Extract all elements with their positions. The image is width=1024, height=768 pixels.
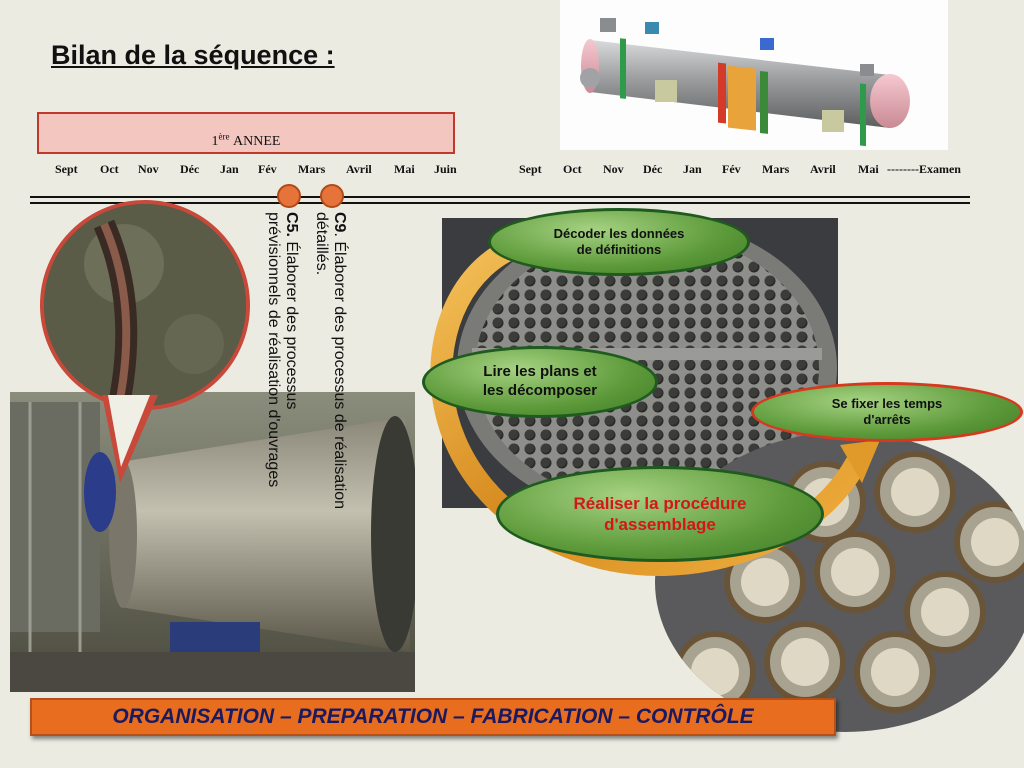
month-y1-4: Jan bbox=[220, 162, 239, 176]
step-read-line2: les décomposer bbox=[482, 382, 598, 399]
magnifier-pointer bbox=[102, 395, 158, 483]
milestone-c5-line2: prévisionnels de réalisation d'ouvrages bbox=[265, 212, 282, 488]
milestone-c5-line1: Élaborer des processus bbox=[283, 236, 300, 410]
month-y2-3: Déc bbox=[643, 162, 663, 176]
month-y2-5: Fév bbox=[722, 162, 741, 176]
year-suffix: ère bbox=[218, 131, 230, 142]
milestone-c5-marker[interactable] bbox=[277, 184, 301, 208]
step-time-line1: Se fixer les temps bbox=[831, 395, 943, 411]
step-decode-line1: Décoder les données bbox=[553, 225, 685, 241]
month-y1-8: Mai bbox=[394, 162, 415, 176]
month-y2-0: Sept bbox=[519, 162, 542, 176]
month-y2-4: Jan bbox=[683, 162, 702, 176]
month-y2-1: Oct bbox=[563, 162, 582, 176]
step-read-line1: Lire les plans et bbox=[483, 363, 597, 381]
milestone-c9-code: C9 bbox=[331, 212, 348, 233]
milestone-c9-line2: détaillés. bbox=[313, 212, 330, 276]
month-y2-7: Avril bbox=[810, 162, 836, 176]
milestone-c9-text: C9. Élaborer des processus de réalisatio… bbox=[312, 212, 348, 509]
timeline-line-top bbox=[30, 196, 970, 198]
month-y2-6: Mars bbox=[762, 162, 790, 176]
milestone-c5-text: C5. Élaborer des processus prévisionnels… bbox=[264, 212, 300, 487]
milestone-c9-marker[interactable] bbox=[320, 184, 344, 208]
step-decode-line2: de définitions bbox=[576, 242, 662, 257]
milestone-c9-line1: . Élaborer des processus de réalisation bbox=[331, 232, 348, 510]
year-number: 1 bbox=[211, 134, 219, 149]
year-box: 1ère ANNEE bbox=[37, 112, 455, 154]
month-y1-0: Sept bbox=[55, 162, 78, 176]
step-time-line2: d'arrêts bbox=[863, 412, 911, 427]
month-y2-9: --------Examen bbox=[887, 162, 961, 176]
page-title: Bilan de la séquence : bbox=[51, 40, 335, 70]
step-realise-line1: Réaliser la procédure bbox=[573, 493, 747, 513]
month-y1-7: Avril bbox=[346, 162, 372, 176]
weld-closeup-magnifier bbox=[40, 200, 250, 410]
step-realise-line2: d'assemblage bbox=[604, 515, 716, 534]
month-y2-2: Nov bbox=[603, 162, 624, 176]
year-label: ANNEE bbox=[233, 134, 281, 149]
bottom-banner: ORGANISATION – PREPARATION – FABRICATION… bbox=[30, 698, 836, 736]
month-y1-9: Juin bbox=[434, 162, 457, 176]
banner-text: ORGANISATION – PREPARATION – FABRICATION… bbox=[112, 705, 754, 728]
month-y1-3: Déc bbox=[180, 162, 200, 176]
month-y1-6: Mars bbox=[298, 162, 326, 176]
month-y1-5: Fév bbox=[258, 162, 277, 176]
step-assembly-procedure[interactable]: Réaliser la procédure d'assemblage bbox=[496, 466, 824, 562]
exchanger-3d-render bbox=[560, 0, 948, 150]
month-y1-1: Oct bbox=[100, 162, 119, 176]
month-y1-2: Nov bbox=[138, 162, 159, 176]
milestone-c5-code: C5. bbox=[283, 212, 300, 237]
welding-shell-photo bbox=[10, 392, 415, 692]
month-y2-8: Mai bbox=[858, 162, 879, 176]
timeline-line-bottom bbox=[30, 202, 970, 204]
